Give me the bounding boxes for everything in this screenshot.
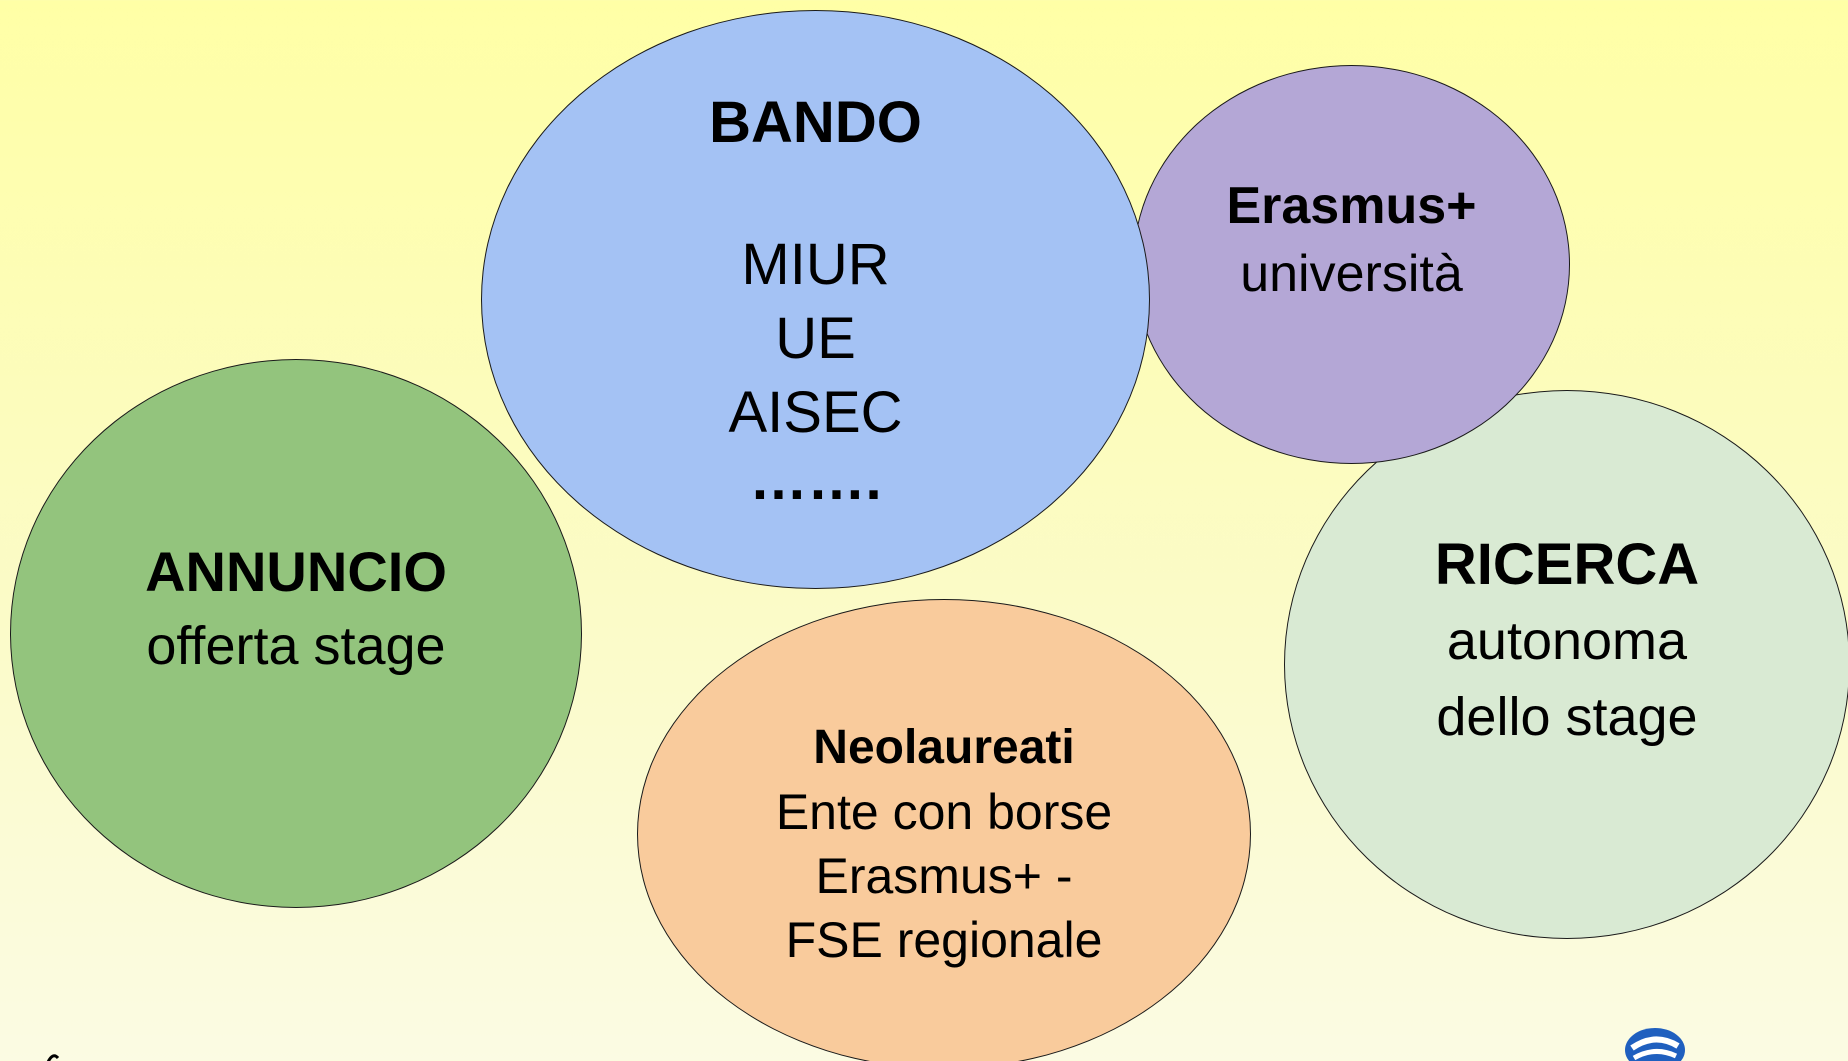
neolaureati-bubble: Neolaureati Ente con borse Erasmus+ - FS… [637, 599, 1251, 1061]
bando-line: AISEC [728, 380, 903, 445]
ricerca-line: autonoma [1446, 610, 1688, 671]
neolaureati-line: Ente con borse [775, 784, 1113, 840]
bando-line: UE [775, 306, 856, 371]
erasmus-logo-icon [1625, 1028, 1685, 1061]
ricerca-title: RICERCA [1434, 531, 1700, 597]
erasmus-title: Erasmus+ [1226, 176, 1477, 235]
erasmus-subtitle: università [1240, 244, 1463, 303]
bando-title: BANDO [709, 90, 922, 155]
annuncio-text: ANNUNCIO offerta stage [145, 535, 447, 683]
neolaureati-title: Neolaureati [813, 721, 1075, 774]
annuncio-subtitle: offerta stage [146, 615, 446, 676]
corner-mark-icon [46, 1054, 60, 1061]
annuncio-bubble: ANNUNCIO offerta stage [10, 359, 582, 908]
bando-ellipsis: ……. [749, 447, 882, 512]
neolaureati-line: Erasmus+ - [815, 848, 1073, 904]
ricerca-text: RICERCA autonoma dello stage [1435, 527, 1699, 755]
bando-bubble: BANDO MIUR UE AISEC ……. [481, 10, 1150, 589]
neolaureati-line: FSE regionale [785, 912, 1103, 968]
bando-line: MIUR [741, 232, 890, 297]
erasmus-bubble: Erasmus+ università [1133, 65, 1570, 464]
annuncio-title: ANNUNCIO [145, 539, 447, 603]
ricerca-line: dello stage [1436, 686, 1698, 747]
ricerca-bubble: RICERCA autonoma dello stage [1284, 390, 1848, 939]
neolaureati-text: Neolaureati Ente con borse Erasmus+ - FS… [776, 716, 1112, 972]
erasmus-text: Erasmus+ università [1226, 172, 1476, 308]
